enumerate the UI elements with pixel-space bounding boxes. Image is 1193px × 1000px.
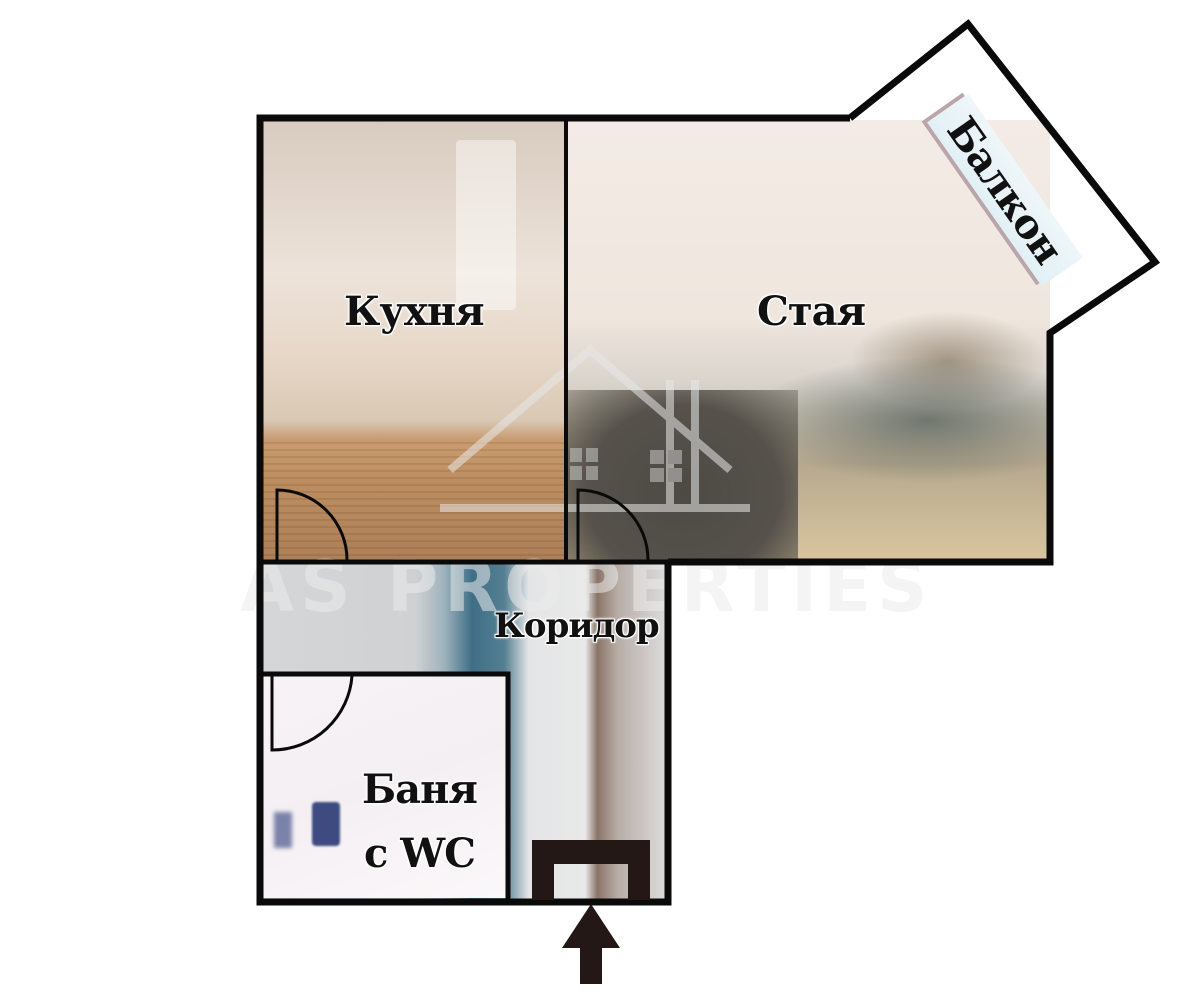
- kitchen-shelf-decor: [456, 140, 516, 310]
- living-room: [568, 120, 1050, 560]
- kitchen-label: Кухня: [344, 288, 485, 335]
- corridor-label: Коридор: [494, 606, 660, 646]
- bath-bottle-decor: [312, 802, 340, 846]
- bathroom-label-line1: Баня: [362, 766, 478, 813]
- bathroom-label: Баня с WC: [362, 758, 478, 886]
- bath-bottle-decor: [274, 812, 292, 848]
- entrance-door: [532, 840, 650, 900]
- bathroom-label-line2: с WC: [363, 830, 476, 877]
- bathroom-room: [262, 672, 508, 898]
- arrow-up-icon: [562, 904, 620, 984]
- living-room-label: Стая: [757, 288, 866, 335]
- kitchen-room: [262, 120, 566, 562]
